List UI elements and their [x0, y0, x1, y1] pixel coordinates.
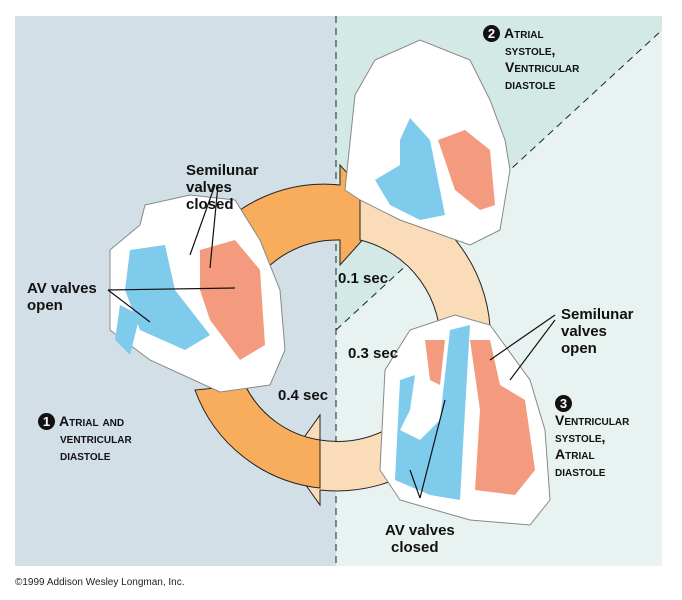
label-line: Ventricular — [505, 59, 580, 75]
label-line: AV valves — [27, 280, 97, 297]
heart-diastole — [109, 194, 286, 393]
time-diastole: 0.4 sec — [278, 387, 329, 404]
label-av-closed: AV valves closed — [385, 522, 455, 556]
label-line: closed — [391, 539, 439, 556]
label-line: Semilunar — [186, 162, 259, 179]
label-line: systole, — [555, 429, 606, 445]
label-line: Atrial — [504, 25, 544, 41]
cycle-arrow-lower — [194, 384, 321, 489]
label-line: closed — [186, 196, 234, 213]
heart-atrial-systole — [344, 39, 511, 246]
label-semilunar-open: Semilunar valves open — [561, 306, 634, 357]
label-line: diastole — [60, 447, 111, 463]
stage-number-badge: 3 — [555, 395, 572, 412]
label-line: ventricular — [60, 430, 132, 446]
label-line: open — [561, 340, 597, 357]
time-atrial-systole: 0.1 sec — [338, 270, 389, 287]
label-line: AV valves — [385, 522, 455, 539]
copyright: ©1999 Addison Wesley Longman, Inc. — [15, 577, 185, 588]
label-line: Semilunar — [561, 306, 634, 323]
label-line: valves — [561, 323, 607, 340]
label-semilunar-closed: Semilunar valves closed — [186, 162, 259, 213]
label-line: Atrial and — [59, 413, 125, 429]
label-line: valves — [186, 179, 232, 196]
label-line: Atrial — [555, 446, 595, 462]
label-line: diastole — [555, 463, 606, 479]
label-line: diastole — [505, 76, 556, 92]
heart-ventricular-systole — [379, 314, 551, 526]
label-line: open — [27, 297, 63, 314]
stage-number-badge: 2 — [483, 25, 500, 42]
stage-number-badge: 1 — [38, 413, 55, 430]
label-line: Ventricular — [555, 412, 630, 428]
label-line: systole, — [505, 42, 556, 58]
stage-3-label: 3 Ventricular systole, Atrial diastole — [555, 395, 629, 480]
time-ventricular-systole: 0.3 sec — [348, 345, 399, 362]
label-av-open: AV valves open — [27, 280, 97, 314]
leader-lines — [107, 184, 556, 499]
